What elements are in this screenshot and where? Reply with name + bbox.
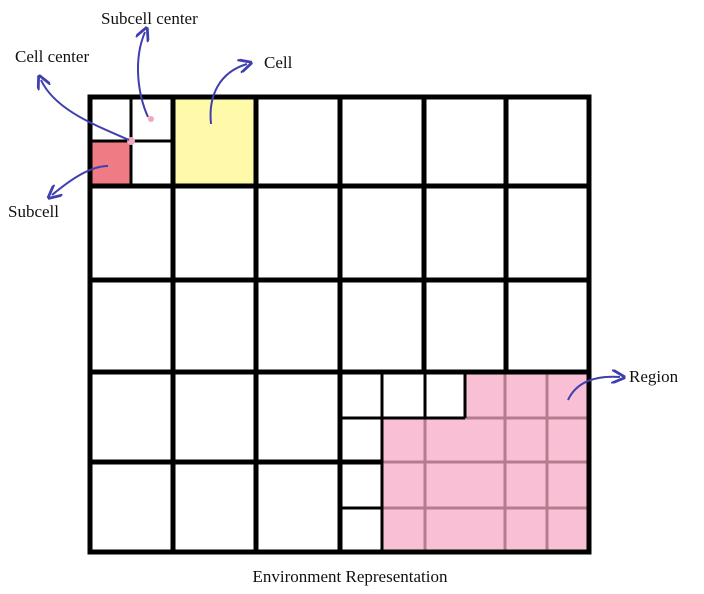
subcell-arrow [52,165,109,195]
subcell-center-arrow [138,32,148,118]
arrows [41,32,620,401]
cell-highlight [173,97,255,185]
region-subcell-lines [382,374,589,552]
cell-arrow [209,64,247,125]
main-grid [87,94,592,555]
diagram-caption: Environment Representation [253,567,448,586]
subcell-highlight [90,141,131,185]
cell-center-dot [127,137,135,145]
subcell-center-label: Subcell center [101,9,198,28]
cell-label: Cell [264,53,293,72]
cell-center-label: Cell center [15,47,89,66]
cell-center-arrow [41,80,130,141]
region-arrow [567,377,620,401]
subcell-center-dot [148,116,154,122]
subcell-label: Subcell [8,202,59,221]
region-label: Region [629,367,679,386]
